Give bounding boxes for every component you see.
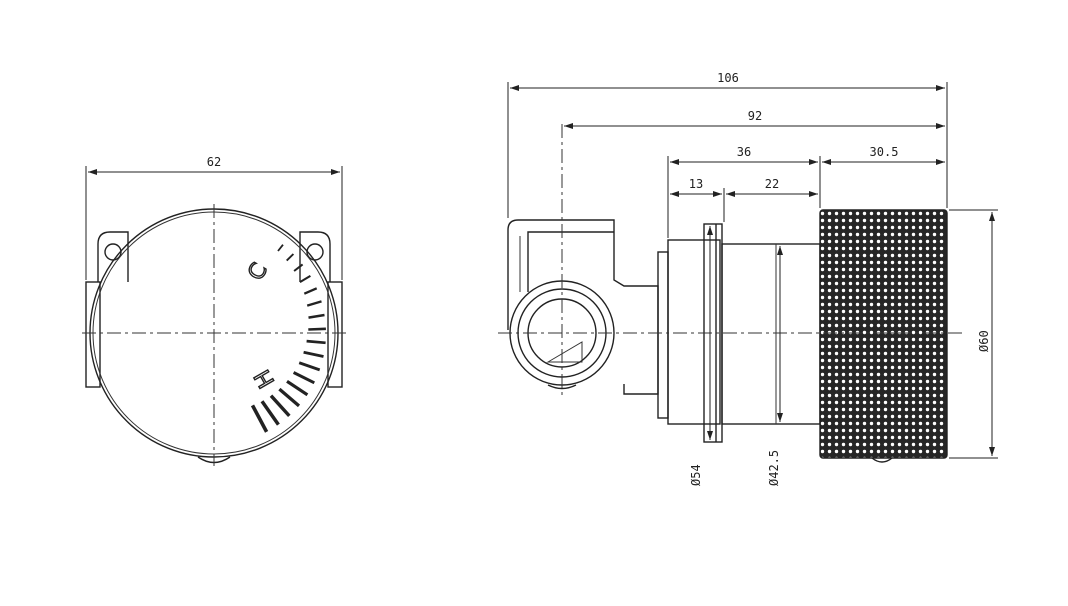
cold-mark: C bbox=[244, 259, 273, 285]
scale-tick bbox=[286, 379, 309, 397]
scale-tick bbox=[298, 361, 321, 372]
mount-hole-right bbox=[306, 243, 324, 261]
scale-tick bbox=[306, 300, 322, 307]
scale-tick bbox=[303, 287, 318, 295]
mount-hole-left bbox=[104, 243, 122, 261]
inlet-port-nub bbox=[547, 384, 577, 390]
scale-tick bbox=[292, 371, 315, 385]
knurled-knob bbox=[820, 210, 947, 458]
dim-106-label: 106 bbox=[717, 71, 739, 85]
scale-tick bbox=[306, 339, 326, 345]
side-block-left bbox=[85, 281, 101, 388]
side-block-right bbox=[327, 281, 343, 388]
scale-tick bbox=[299, 274, 311, 284]
dim-36-label: 36 bbox=[737, 145, 751, 159]
knurled-knob-outline bbox=[819, 209, 948, 459]
scale-tick bbox=[303, 350, 324, 358]
dim-92-label: 92 bbox=[748, 109, 762, 123]
sleeve bbox=[721, 243, 821, 425]
side-view: 106 92 36 30.5 13 22 Ø54 Ø42.5 Ø60 bbox=[498, 71, 998, 486]
mounting-ear-right bbox=[299, 231, 331, 282]
dim-42-5-label: Ø42.5 bbox=[767, 450, 781, 486]
dim-54-label: Ø54 bbox=[689, 464, 703, 486]
scale-tick bbox=[278, 387, 301, 408]
mounting-ear-left bbox=[97, 231, 129, 282]
scale-tick bbox=[286, 253, 295, 262]
hot-mark: H bbox=[250, 365, 280, 392]
front-view: C H 62 bbox=[82, 155, 348, 466]
dim-62-label: 62 bbox=[207, 155, 221, 169]
temperature-scale bbox=[250, 244, 326, 433]
scale-tick bbox=[308, 327, 326, 331]
scale-tick bbox=[250, 404, 269, 433]
dim-13-label: 13 bbox=[689, 177, 703, 191]
scale-tick bbox=[308, 313, 325, 319]
scale-tick bbox=[293, 263, 304, 272]
inlet-port-detail bbox=[546, 341, 583, 363]
valve-body-plate bbox=[657, 251, 669, 419]
flange-ring bbox=[667, 239, 721, 425]
dim-60-label: Ø60 bbox=[977, 330, 991, 352]
dim-22-label: 22 bbox=[765, 177, 779, 191]
scale-tick bbox=[260, 400, 280, 426]
dim-30-5-label: 30.5 bbox=[870, 145, 899, 159]
scale-tick bbox=[277, 244, 284, 252]
knob-bottom-nub bbox=[871, 457, 893, 463]
scale-tick bbox=[269, 394, 291, 418]
